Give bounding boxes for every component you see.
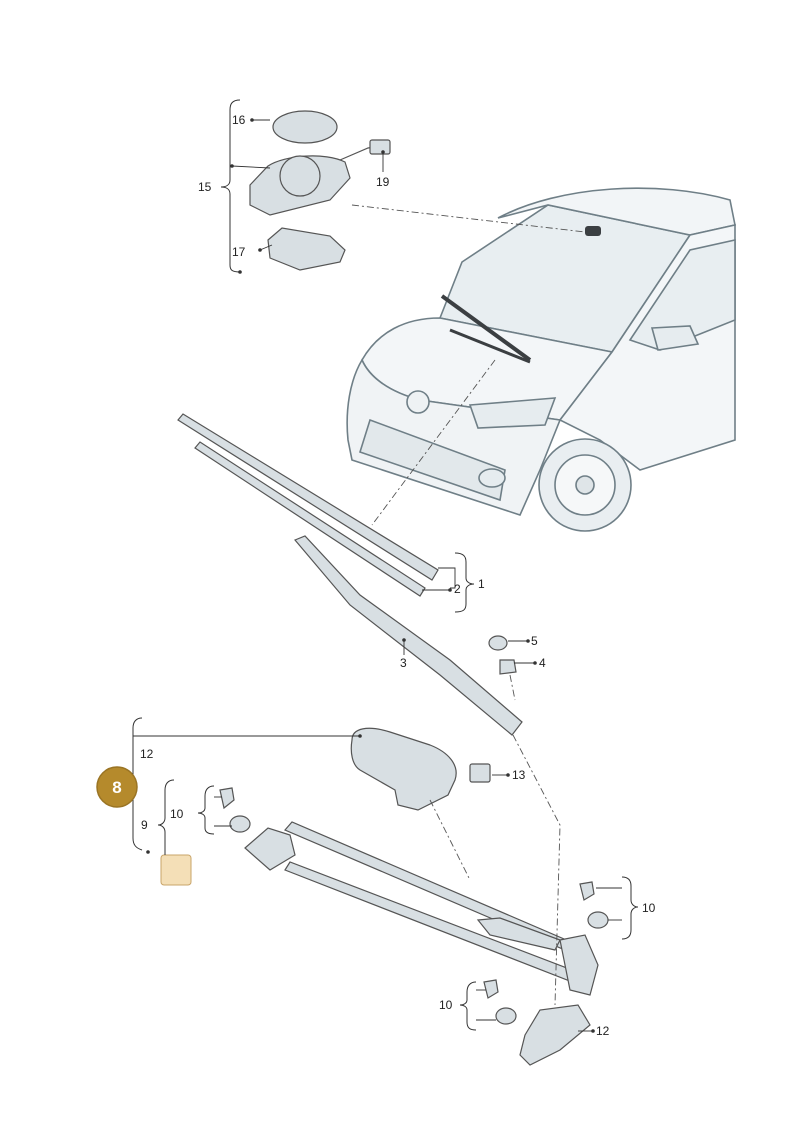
side-mirror <box>650 325 700 351</box>
linkage-fasteners <box>219 787 609 1025</box>
car-body-illustration <box>346 187 736 532</box>
callout-4: 4 <box>539 656 546 670</box>
wiper-motor <box>350 727 457 811</box>
bolt <box>579 881 595 901</box>
sensor-connector <box>369 139 391 155</box>
wiper-blade-assembly <box>177 413 523 736</box>
wiper-motor-assembly <box>350 727 491 811</box>
sensor-pad <box>272 110 338 144</box>
callout-10-left: 10 <box>170 807 184 821</box>
front-fascia <box>346 358 562 516</box>
motor-connector <box>469 763 491 783</box>
cap <box>488 635 508 651</box>
nut <box>499 659 517 675</box>
linkage-lower-rod <box>284 861 586 986</box>
grommet <box>229 815 251 833</box>
callout-1: 1 <box>478 577 485 591</box>
callout-labels: 16 15 19 17 2 1 3 5 4 12 13 9 10 10 10 1… <box>140 113 656 1038</box>
wiper-blade-rubber <box>194 441 426 597</box>
callout-10-bottom: 10 <box>439 998 453 1012</box>
callout-leaders <box>132 99 639 1033</box>
linkage-right-pivot <box>559 934 599 996</box>
sensor-lens <box>279 155 321 197</box>
grommet <box>495 1007 517 1025</box>
side-window <box>628 239 736 351</box>
callout-9: 9 <box>141 818 148 832</box>
callout-3: 3 <box>400 656 407 670</box>
callout-17: 17 <box>232 245 246 259</box>
linkage-crank <box>476 917 561 951</box>
installed-rain-sensor <box>585 226 601 236</box>
wiper-blade <box>177 413 439 581</box>
linkage-left-pivot <box>244 827 296 871</box>
wiper-arm <box>294 535 523 736</box>
bolt <box>483 979 499 999</box>
front-grille <box>359 418 506 502</box>
callout-2: 2 <box>454 582 461 596</box>
callout-15: 15 <box>198 180 212 194</box>
wiper-linkage-frame <box>244 821 599 1066</box>
mounting-bracket <box>519 1004 591 1066</box>
callout-5: 5 <box>531 634 538 648</box>
grommet <box>587 911 609 929</box>
headlight <box>468 397 557 429</box>
callout-10-right: 10 <box>642 901 656 915</box>
highlighted-part-9 <box>160 854 192 886</box>
bolt <box>219 787 235 810</box>
callout-16: 16 <box>232 113 246 127</box>
rain-sensor-group <box>249 110 391 271</box>
assembly-lines <box>351 204 586 1006</box>
callout-19: 19 <box>376 175 390 189</box>
car-roof <box>497 187 736 236</box>
wheel-hub <box>575 475 595 495</box>
fog-light <box>478 468 506 488</box>
sensor-bracket <box>267 227 346 271</box>
installed-wiper-blade <box>440 294 532 362</box>
group-badge: 8 <box>96 766 138 808</box>
badge-label: 8 <box>112 778 121 797</box>
arm-fasteners <box>488 635 517 675</box>
installed-wiper-linkage <box>449 328 531 364</box>
callout-12-bottom: 12 <box>596 1024 610 1038</box>
callout-12-left: 12 <box>140 747 154 761</box>
brand-emblem <box>406 390 430 414</box>
callout-13: 13 <box>512 768 526 782</box>
